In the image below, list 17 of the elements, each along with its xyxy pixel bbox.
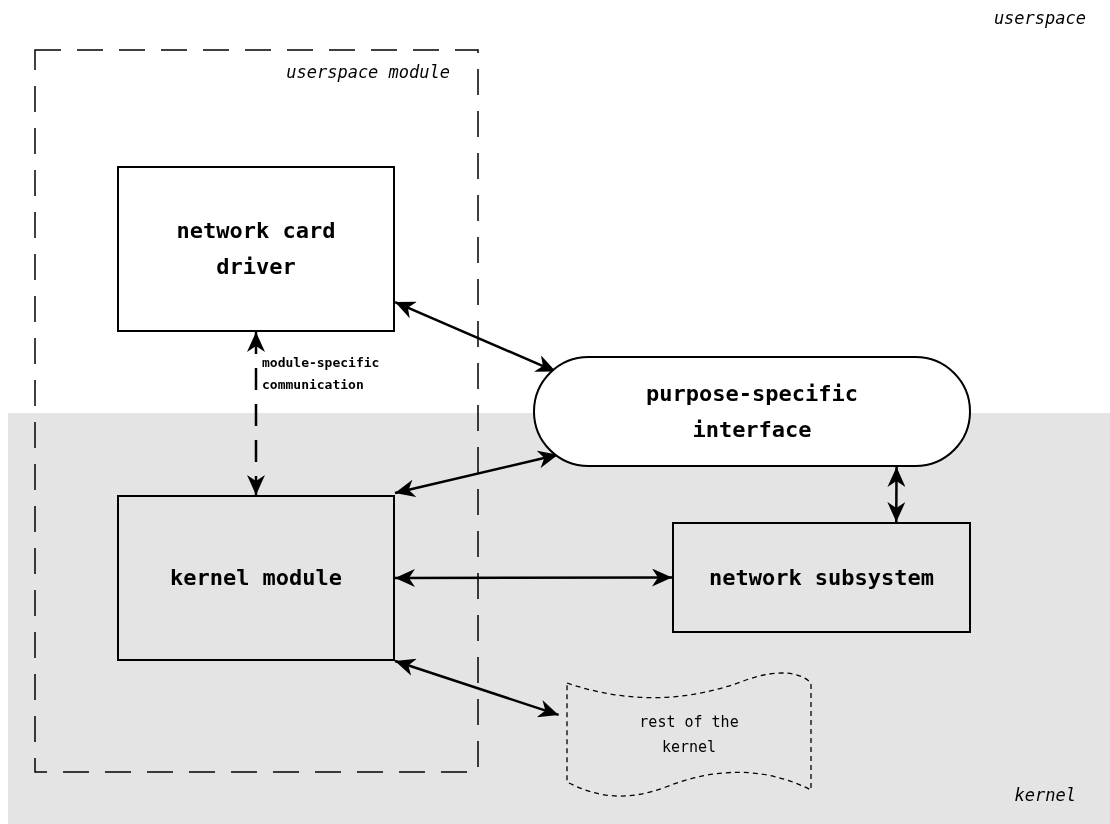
region-label: kernel <box>1014 784 1076 807</box>
node-text: purpose-specific interface <box>645 379 859 444</box>
node-text: kernel module <box>168 564 344 592</box>
process-box <box>117 166 395 332</box>
process-box <box>117 495 395 661</box>
node-text: network subsystem <box>707 563 936 592</box>
arrow <box>887 467 906 522</box>
process-box <box>672 522 971 633</box>
module-boundary <box>35 50 478 772</box>
arrow <box>395 568 672 587</box>
node-text: rest of the kernel <box>638 712 740 758</box>
region-label: userspace <box>993 7 1086 30</box>
interface-terminal <box>533 356 971 467</box>
arrow <box>247 332 265 495</box>
arrow <box>394 658 559 718</box>
node-text: network card driver <box>175 217 337 281</box>
group-heading: userspace module <box>286 61 450 84</box>
